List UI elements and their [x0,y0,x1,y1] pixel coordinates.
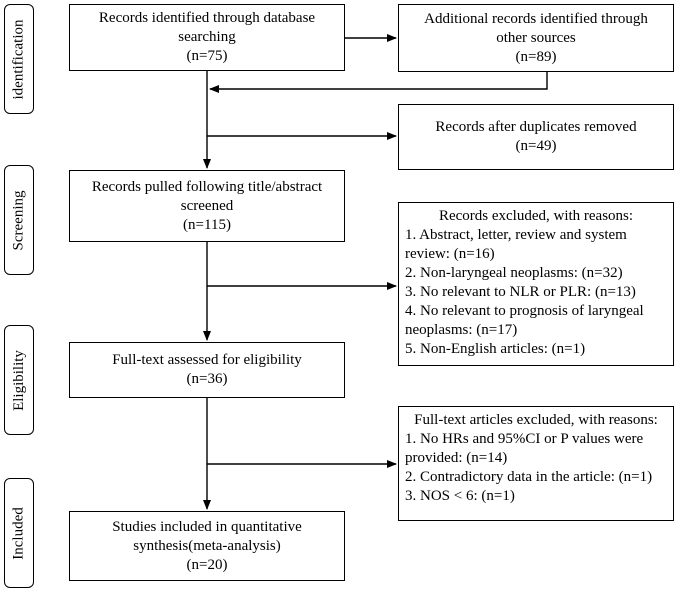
box-count: (n=89) [515,48,557,65]
box-included: Studies included in quantitative synthes… [69,511,345,581]
box-text: Full-text assessed for eligibility [112,352,302,368]
box-count: (n=115) [183,216,231,233]
reason-item: 4. No relevant to prognosis of laryngeal [405,303,644,319]
reason-item: 1. Abstract, letter, review and system [405,227,627,243]
reason-item: 5. Non-English articles: (n=1) [405,341,586,357]
stage-screening: Screening [4,165,34,275]
arrow-from-other-sources [209,72,548,93]
box-database-search: Records identified through database sear… [69,4,345,71]
box-count: (n=49) [515,138,557,154]
reason-item: 1. No HRs and 95%CI or P values were [405,431,644,447]
box-full-text: Full-text assessed for eligibility (n=36… [69,342,345,398]
box-text: other sources [496,29,576,46]
box-text: Additional records identified through [424,10,648,27]
box-full-text-excluded: Full-text articles excluded, with reason… [398,406,674,521]
box-text: screened [180,197,234,214]
box-count: (n=75) [186,48,228,64]
box-other-sources: Additional records identified through ot… [398,4,674,72]
box-duplicates-removed: Records after duplicates removed (n=49) [398,104,674,170]
reason-item: 3. No relevant to NLR or PLR: (n=13) [405,284,636,300]
box-count: (n=20) [186,556,228,573]
box-text: searching [178,29,236,45]
box-heading: Records excluded, with reasons: [438,208,634,224]
box-text: Records pulled following title/abstract [91,178,323,195]
box-text: Studies included in quantitative [112,518,302,535]
stage-identification: identification [4,4,34,114]
reason-item: 2. Contradictory data in the article: (n… [405,469,653,485]
reason-item: provided: (n=14) [405,450,508,466]
box-text: Records identified through database [98,10,316,26]
box-text: synthesis(meta-analysis) [133,537,281,554]
stage-included: Included [4,478,34,588]
reason-item: 2. Non-laryngeal neoplasms: (n=32) [405,265,623,281]
reason-item: neoplasms: (n=17) [405,322,518,338]
box-records-excluded: Records excluded, with reasons: 1. Abstr… [398,202,674,366]
reason-item: review: (n=16) [405,246,495,262]
box-count: (n=36) [186,371,228,387]
box-heading: Full-text articles excluded, with reason… [414,412,658,428]
box-text: Records after duplicates removed [435,119,637,135]
stage-eligibility: Eligibility [4,325,34,435]
box-title-abstract: Records pulled following title/abstract … [69,170,345,242]
reason-item: 3. NOS < 6: (n=1) [405,488,515,504]
